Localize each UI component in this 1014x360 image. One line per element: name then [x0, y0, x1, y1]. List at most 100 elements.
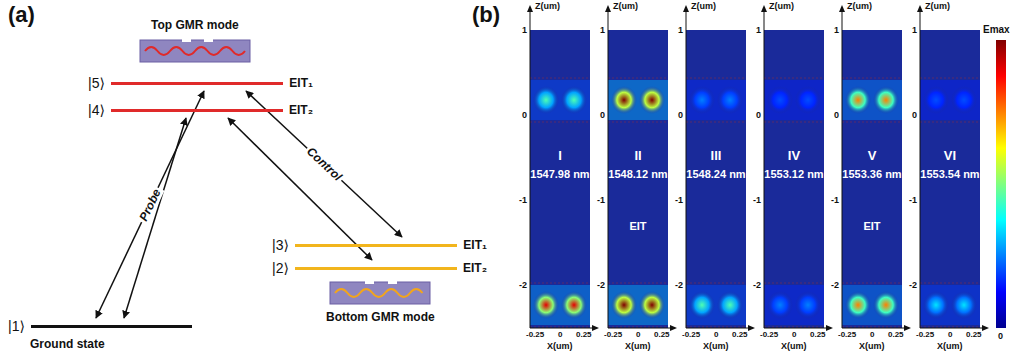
field-panel-box: I 1547.98 nm	[530, 30, 590, 328]
state-ket: |5⟩	[88, 75, 105, 91]
field-spot	[923, 291, 949, 319]
field-spot	[533, 86, 559, 114]
transition-arrow	[124, 118, 186, 318]
field-band	[608, 80, 668, 120]
layer-line	[608, 327, 668, 328]
axis-label: -2	[753, 280, 761, 290]
axis-label: -0.25	[526, 330, 544, 339]
layer-line	[686, 283, 746, 284]
axis-arrow	[982, 325, 989, 331]
panel-number: I	[530, 148, 590, 163]
layer-line	[842, 122, 902, 123]
panel-number: VI	[920, 148, 980, 163]
field-band	[764, 80, 824, 120]
bottom-gmr-figure	[330, 280, 430, 304]
x-axis	[530, 328, 596, 329]
axis-label: 0	[998, 331, 1003, 341]
state-ket: |4⟩	[88, 102, 105, 118]
layer-line	[920, 122, 980, 123]
field-panel-box: VI1553.54 nm	[920, 30, 980, 328]
wavelength: 1547.98 nm	[530, 168, 590, 180]
field-spot	[611, 86, 637, 114]
field-spot	[561, 291, 587, 319]
axis-arrow	[670, 325, 677, 331]
field-spot	[951, 86, 977, 114]
field-panel-box: III1548.24 nm	[686, 30, 746, 328]
layer-line	[764, 327, 824, 328]
panel-letter: (a)	[8, 2, 35, 28]
field-spot	[873, 291, 899, 319]
axis-label: X(um)	[781, 341, 807, 351]
axis-label: Z(um)	[769, 1, 794, 11]
axis-label: 0.25	[654, 330, 670, 339]
axis-label: 0	[756, 110, 761, 120]
axis-label: Z(um)	[925, 1, 950, 11]
field-band	[686, 285, 746, 325]
field-panel-box: II1548.12 nmEIT	[608, 30, 668, 328]
field-band	[608, 285, 668, 325]
layer-line	[530, 327, 590, 328]
field-band	[920, 80, 980, 120]
axis-label: -1	[675, 195, 683, 205]
field-panel	[839, 5, 911, 331]
field-spot	[689, 291, 715, 319]
panel-number: II	[608, 148, 668, 163]
axis-arrow	[761, 5, 767, 12]
eit-label: EIT₁	[289, 76, 313, 90]
axis-label: X(um)	[547, 341, 573, 351]
field-panel-box: IV1553.12 nm	[764, 30, 824, 328]
transition-arrow	[246, 91, 402, 237]
axis-label: -1	[753, 195, 761, 205]
axis-label: 1	[522, 25, 527, 35]
axis-label: 1	[600, 25, 605, 35]
axis-label: -0.25	[916, 330, 934, 339]
axis-label: -0.25	[838, 330, 856, 339]
axis-label: 0.25	[576, 330, 592, 339]
x-axis	[608, 328, 674, 329]
layer-line	[608, 283, 668, 284]
axis-arrow	[839, 5, 845, 12]
axis-arrow	[748, 325, 755, 331]
level-line	[295, 244, 457, 247]
axis-label: Z(um)	[535, 1, 560, 11]
field-spot	[611, 291, 637, 319]
axis-label: Emax	[983, 24, 1010, 35]
transition-label: Probe	[136, 185, 165, 225]
x-axis	[686, 328, 752, 329]
mode-name: Bottom GMR mode	[326, 310, 435, 324]
field-band	[764, 285, 824, 325]
field-spot	[717, 291, 743, 319]
panel-ground	[530, 30, 590, 328]
layer-line	[764, 283, 824, 284]
axis-arrow	[592, 325, 599, 331]
axis-label: -2	[831, 280, 839, 290]
axis-label: 1	[756, 25, 761, 35]
layer-line	[764, 78, 824, 79]
field-spot	[795, 291, 821, 319]
axis-arrow	[683, 5, 689, 12]
layer-line	[842, 283, 902, 284]
axis-label: -0.25	[604, 330, 622, 339]
field-spot	[561, 86, 587, 114]
energy-level: |3⟩EIT₁	[272, 237, 487, 253]
layer-line	[608, 122, 668, 123]
field-panel	[605, 5, 677, 331]
mode-name: Top GMR mode	[151, 18, 239, 32]
field-spot	[533, 291, 559, 319]
field-panel-box: V1553.36 nmEIT	[842, 30, 902, 328]
layer-line	[686, 78, 746, 79]
axis-arrow	[917, 5, 923, 12]
transition-label: Control	[303, 143, 347, 185]
energy-level: |5⟩ EIT₁	[88, 75, 313, 91]
layer-line	[764, 122, 824, 123]
field-panel	[761, 5, 833, 331]
axis-label: -1	[597, 195, 605, 205]
axis-label: -1	[909, 195, 917, 205]
level-line	[111, 109, 283, 112]
layer-line	[920, 283, 980, 284]
transition-arrow	[228, 118, 372, 260]
axis-label: 1	[834, 25, 839, 35]
field-panel	[917, 5, 989, 331]
